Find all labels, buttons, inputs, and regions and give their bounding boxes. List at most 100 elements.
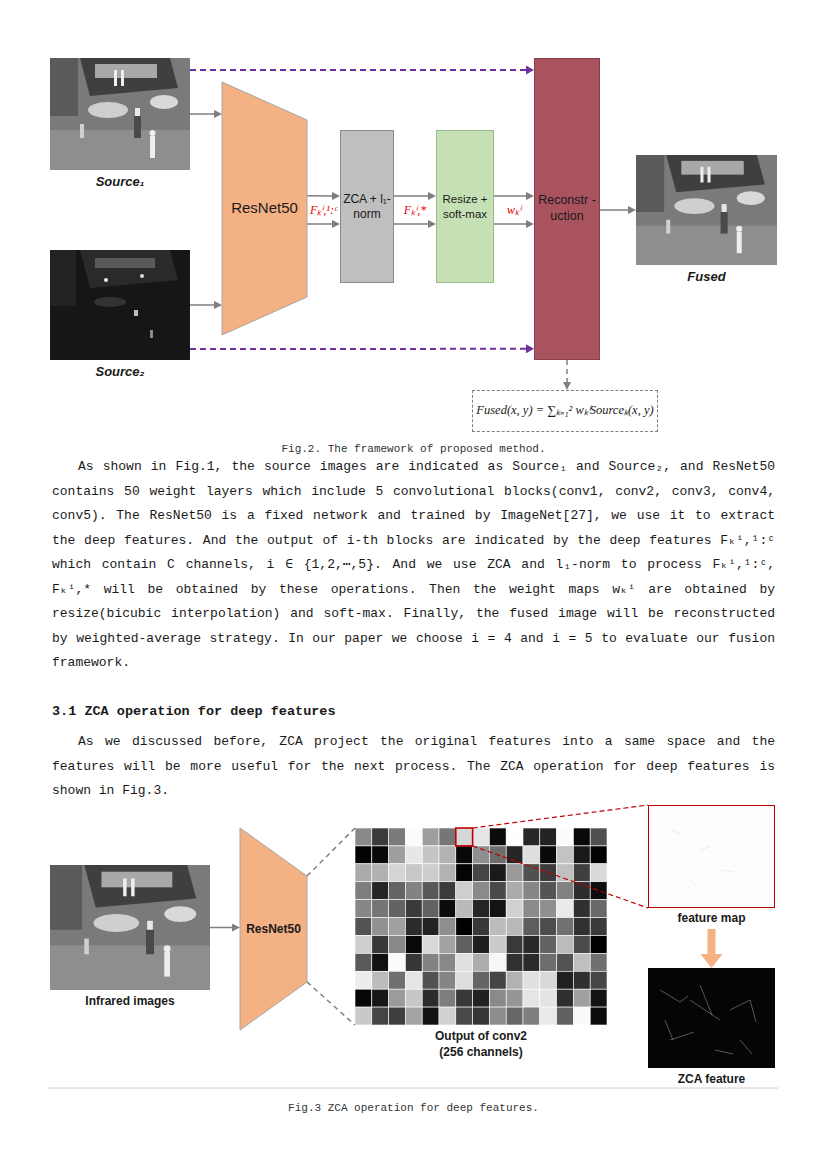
grid-cell	[573, 971, 590, 989]
connector-arrow	[473, 805, 648, 828]
grid-cell	[372, 846, 389, 864]
grid-cell	[573, 828, 590, 846]
grid-cell	[456, 971, 473, 989]
connector-arrow	[210, 927, 232, 929]
grid-cell	[573, 846, 590, 864]
grid-cell	[557, 935, 574, 953]
grid-cell	[489, 918, 506, 936]
grid-cell	[489, 1007, 506, 1025]
node-label: ZCA + l₁-norm	[341, 192, 393, 222]
grid-cell	[540, 900, 557, 918]
grid-cell	[456, 846, 473, 864]
feature-map-image	[648, 805, 775, 908]
grid-cell	[372, 971, 389, 989]
node-label: Resize + soft-max	[437, 192, 493, 221]
grid-cell	[557, 918, 574, 936]
grid-cell	[405, 935, 422, 953]
node-label: ResNet50	[229, 199, 300, 218]
rule-line	[48, 1088, 778, 1089]
trapezoid-outline	[240, 828, 307, 1030]
grid-cell	[506, 900, 523, 918]
grid-cell	[473, 971, 490, 989]
grid-cell	[590, 989, 607, 1007]
grid-cell	[422, 935, 439, 953]
grid-cell	[489, 971, 506, 989]
grid-cell	[422, 971, 439, 989]
grid-cell	[422, 1007, 439, 1025]
grid-cell	[405, 846, 422, 864]
infrared-image	[50, 865, 210, 990]
grid-cell	[590, 935, 607, 953]
connector-arrow	[600, 209, 628, 211]
grid-cell	[506, 882, 523, 900]
grid-cell	[389, 846, 406, 864]
grid-cell	[590, 971, 607, 989]
grid-cell	[540, 971, 557, 989]
grid-cell	[439, 918, 456, 936]
grid-cell	[405, 989, 422, 1007]
selected-cell	[456, 828, 473, 846]
grid-cell	[523, 882, 540, 900]
connector-arrow	[394, 223, 428, 225]
grid-cell	[473, 953, 490, 971]
grid-cell	[523, 846, 540, 864]
fused-image	[636, 155, 777, 265]
grid-cell	[389, 989, 406, 1007]
grid-cell	[540, 846, 557, 864]
grid-cell	[590, 846, 607, 864]
illustration-shape	[660, 985, 756, 1054]
grid-cell	[573, 864, 590, 882]
connector-arrow	[190, 348, 526, 350]
node-label: ResNet50	[244, 922, 303, 937]
grid-cell	[422, 864, 439, 882]
grid-cell	[473, 828, 490, 846]
grid-cell	[557, 846, 574, 864]
figure-caption: Fig.3 ZCA operation for deep features.	[0, 1100, 827, 1116]
grid-cell	[355, 918, 372, 936]
grid-cell	[372, 953, 389, 971]
grid-cell	[439, 935, 456, 953]
grid-cell	[489, 989, 506, 1007]
grid-cell	[506, 828, 523, 846]
edge-label: Fₖⁱ,*	[402, 203, 428, 217]
grid-cell	[473, 935, 490, 953]
grid-cell	[422, 846, 439, 864]
connector-arrow	[473, 846, 648, 908]
grid-cell	[439, 864, 456, 882]
process-box: Resize + soft-max	[436, 130, 494, 283]
grid-cell	[372, 900, 389, 918]
grid-cell	[540, 953, 557, 971]
image-caption: Source₁	[96, 174, 145, 189]
grid-cell	[473, 1007, 490, 1025]
grid-cell	[590, 882, 607, 900]
connector-arrow	[494, 223, 526, 225]
connector-arrow	[566, 360, 568, 382]
zca-feature-image	[648, 968, 775, 1068]
connector-arrow	[190, 113, 214, 115]
grid-cell	[405, 882, 422, 900]
grid-cell	[523, 918, 540, 936]
grid-cell	[557, 882, 574, 900]
grid-cell	[523, 828, 540, 846]
grid-cell	[590, 900, 607, 918]
grid-cell	[573, 1007, 590, 1025]
grid-cell	[506, 953, 523, 971]
image-caption: Output of conv2 (256 channels)	[425, 1029, 537, 1060]
grid-cell	[422, 828, 439, 846]
connector-arrow	[494, 195, 526, 197]
connector-arrow	[307, 828, 355, 876]
formula-box: Fused(x, y) = ∑ₖ₌₁² wₖⁱSourceₖ(x, y)	[472, 390, 658, 432]
grid-cell	[489, 900, 506, 918]
zca-feature: ZCA feature	[648, 968, 775, 1068]
grid-cell	[389, 1007, 406, 1025]
grid-cell	[456, 953, 473, 971]
grid-cell	[473, 918, 490, 936]
grid-cell	[439, 989, 456, 1007]
grid-cell	[590, 864, 607, 882]
grid-cell	[489, 864, 506, 882]
connector-arrow	[307, 982, 355, 1025]
grid-cell	[439, 828, 456, 846]
connector-arrow	[708, 929, 716, 954]
grid-cell	[389, 971, 406, 989]
